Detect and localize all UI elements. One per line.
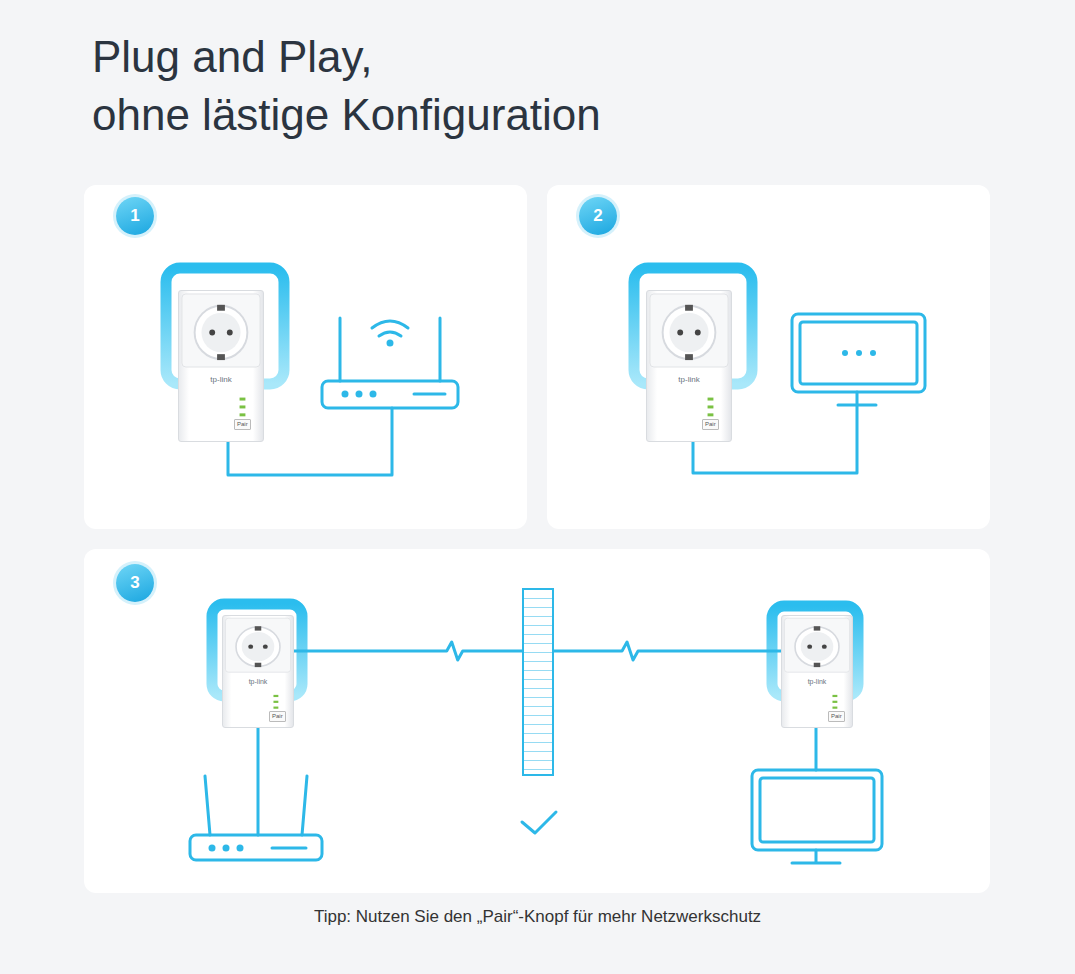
monitor-screen bbox=[800, 322, 917, 384]
pair-button-label: Pair bbox=[702, 419, 719, 430]
panel bbox=[84, 185, 527, 529]
monitor-stand bbox=[792, 850, 840, 863]
router bbox=[322, 381, 458, 408]
wifi-symbol bbox=[372, 321, 408, 336]
panel bbox=[84, 549, 990, 893]
brand-label: tp-link bbox=[782, 678, 852, 685]
callout-number: 1 bbox=[116, 197, 154, 235]
brand-label: tp-link bbox=[647, 375, 731, 384]
check-mark bbox=[522, 812, 556, 833]
title: Plug and Play, ohne lästige Konfiguratio… bbox=[92, 28, 601, 144]
brand-label: tp-link bbox=[179, 375, 263, 384]
pair-button-label: Pair bbox=[269, 711, 286, 722]
monitor bbox=[752, 770, 882, 850]
pair-button-label: Pair bbox=[828, 711, 845, 722]
powerline-adapter: tp-linkPair bbox=[781, 615, 853, 728]
caption: Tipp: Nutzen Sie den „Pair“-Knopf für me… bbox=[0, 907, 1075, 927]
monitor-stand bbox=[838, 392, 876, 405]
wall bbox=[523, 589, 553, 775]
callout-text: 3 bbox=[130, 573, 139, 593]
pair-button-label: Pair bbox=[234, 419, 251, 430]
router-slot bbox=[414, 393, 445, 396]
router bbox=[190, 835, 322, 860]
powerline-adapter: tp-linkPair bbox=[178, 290, 264, 442]
powerline-adapter: tp-linkPair bbox=[646, 290, 732, 442]
monitor bbox=[792, 314, 925, 392]
ethernet-cable bbox=[815, 728, 818, 770]
panel bbox=[547, 185, 990, 529]
powerline-adapter: tp-linkPair bbox=[222, 615, 294, 728]
ethernet-cable bbox=[257, 728, 260, 835]
router-antenna bbox=[340, 318, 440, 381]
router-slot bbox=[272, 847, 306, 850]
socket-glow bbox=[166, 268, 284, 384]
socket-glow bbox=[634, 268, 752, 384]
wifi-symbol bbox=[388, 341, 392, 345]
callout-number: 2 bbox=[579, 197, 617, 235]
callout-text: 1 bbox=[130, 206, 139, 226]
callout-text: 2 bbox=[593, 206, 602, 226]
callout-number: 3 bbox=[116, 564, 154, 602]
monitor-screen bbox=[760, 778, 874, 842]
brand-label: tp-link bbox=[223, 678, 293, 685]
wall bbox=[523, 589, 553, 775]
router-antenna bbox=[205, 776, 307, 835]
